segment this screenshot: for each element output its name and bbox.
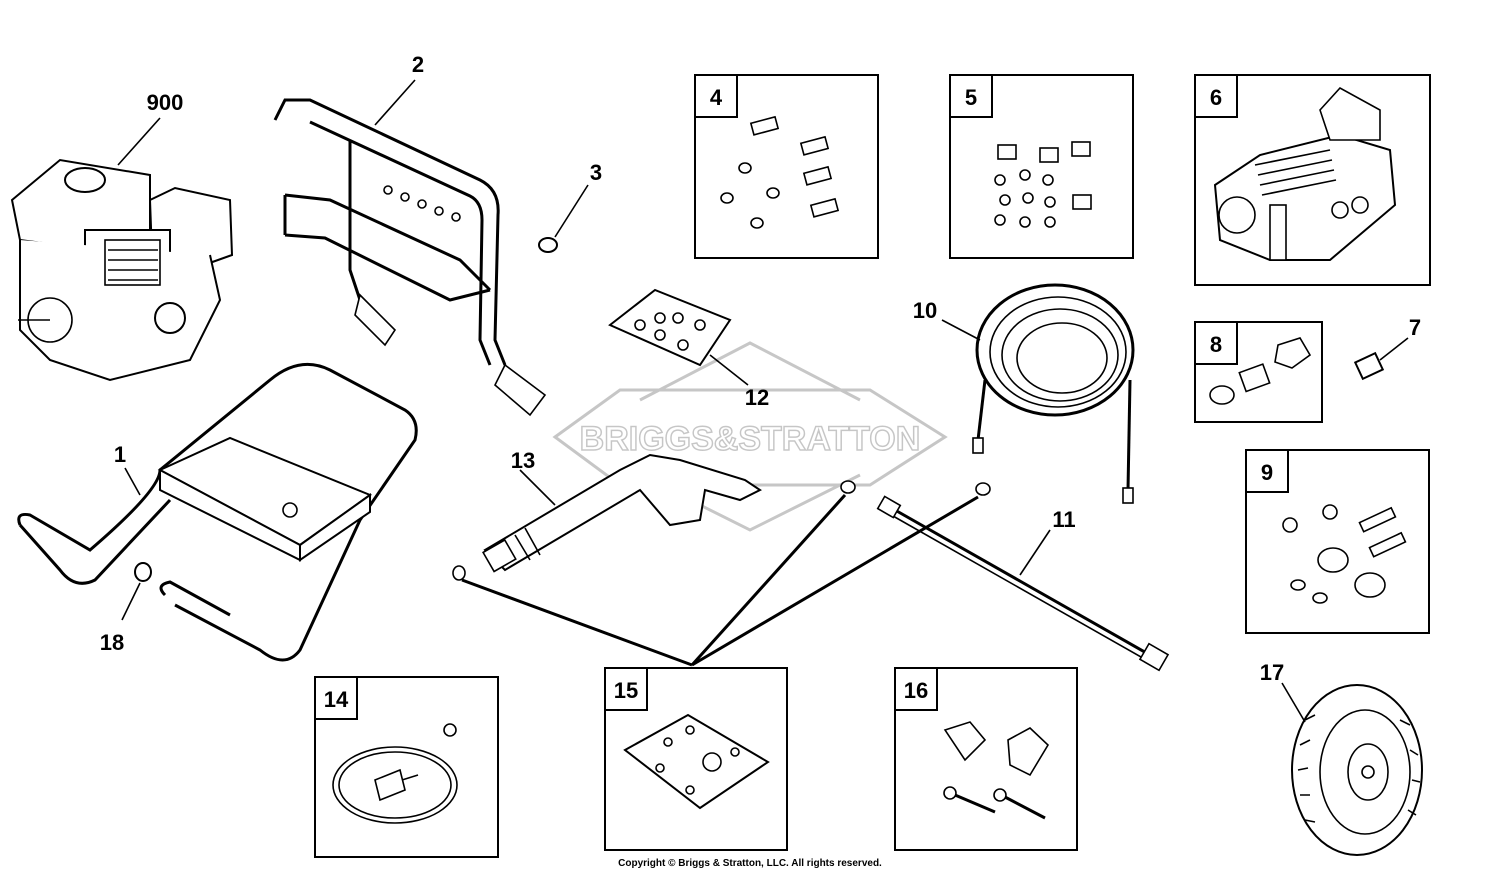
box-6-pump: 6: [1194, 74, 1431, 286]
box-5-label: 5: [965, 85, 977, 110]
watermark-text: BRIGGS&STRATTON: [580, 420, 921, 458]
o-ring-leaders: [461, 493, 979, 667]
cap-part-18: [134, 562, 152, 582]
grommet-part-3: [538, 237, 558, 253]
callout-10: 10: [913, 298, 937, 323]
wand-part-11: [876, 495, 1170, 672]
box-4-label: 4: [710, 85, 723, 110]
box-9-hardware: 9: [1245, 449, 1430, 634]
o-ring-wand: [840, 480, 856, 494]
box-5-vibration-mounts: 5: [949, 74, 1134, 259]
box-15-label: 15: [614, 678, 638, 703]
callout-2: 2: [412, 52, 424, 77]
box-9-label: 9: [1261, 460, 1273, 485]
box-14-unloader-kit: 14: [314, 676, 499, 858]
callout-11: 11: [1052, 507, 1075, 532]
box-16-label: 16: [904, 678, 928, 703]
callout-17: 17: [1260, 660, 1284, 685]
base-frame-part-1: [17, 362, 418, 662]
callout-900: 900: [147, 90, 184, 115]
box-6-label: 6: [1210, 85, 1222, 110]
callout-18: 18: [100, 630, 124, 655]
watermark-logo: BRIGGS&STRATTON: [552, 341, 948, 532]
callout-3: 3: [590, 160, 602, 185]
callout-12: 12: [745, 385, 769, 410]
box-16-bolts-spacers: 16: [894, 667, 1078, 851]
nozzle-bag-part-12: [608, 288, 732, 367]
box-4-screws-washers: 4: [694, 74, 879, 259]
callout-1: 1: [114, 442, 126, 467]
box-15-o-ring-kit: 15: [604, 667, 788, 851]
callout-13: 13: [511, 448, 535, 473]
box-14-label: 14: [324, 687, 349, 712]
o-ring-gun: [452, 565, 466, 581]
engine-part-900: [10, 158, 234, 382]
frame-part-2: [273, 98, 547, 417]
o-ring-hose: [975, 482, 991, 496]
box-8-label: 8: [1210, 332, 1222, 357]
callout-7: 7: [1409, 315, 1421, 340]
wheel-part-17: [1291, 684, 1423, 856]
fitting-part-7: [1353, 351, 1385, 381]
hose-part-10: [972, 283, 1135, 504]
spray-gun-part-13: [482, 453, 762, 573]
box-8-fittings: 8: [1194, 321, 1323, 423]
copyright-notice: Copyright © Briggs & Stratton, LLC. All …: [618, 858, 882, 869]
